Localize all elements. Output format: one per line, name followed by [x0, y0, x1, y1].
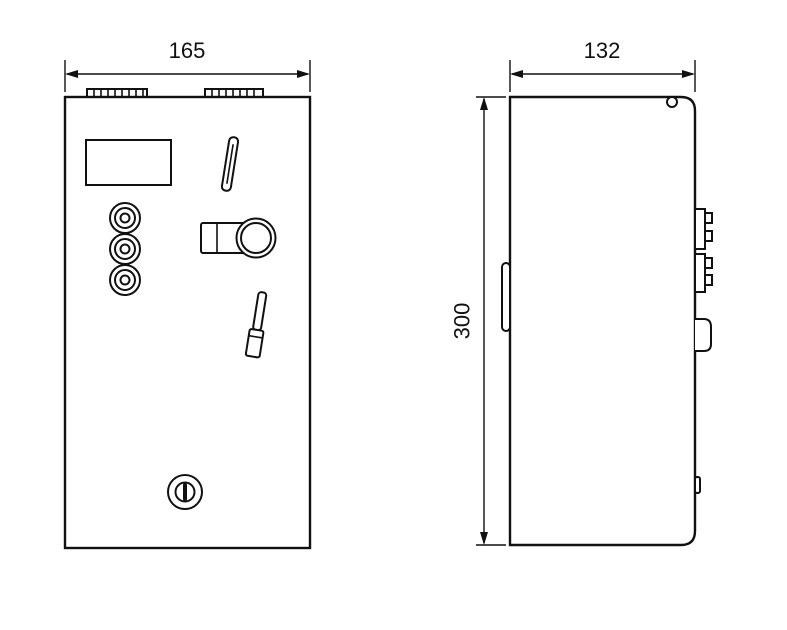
- hinge-strip: [501, 262, 511, 332]
- side-view: 132 300: [450, 38, 713, 547]
- arrow-left-icon: [510, 70, 523, 78]
- arrow-right-icon: [297, 70, 310, 78]
- terminal-block-upper: [694, 208, 713, 250]
- mounting-hook: [695, 318, 712, 352]
- front-width-dimension: 165: [64, 38, 311, 92]
- arrow-left-icon: [65, 70, 78, 78]
- coin-return-lever: [244, 291, 268, 359]
- control-buttons: [109, 202, 141, 296]
- edge-bump: [694, 476, 701, 494]
- tab-hatching: [93, 89, 144, 97]
- key-lock: [167, 474, 203, 510]
- coin-insert-slot: [220, 136, 240, 192]
- coin-mechanism: [200, 217, 277, 259]
- front-width-label: 165: [169, 38, 206, 63]
- tab-hatching: [211, 89, 255, 97]
- arrow-down-icon: [480, 532, 488, 545]
- control-button: [109, 264, 141, 296]
- side-height-label: 300: [450, 303, 475, 340]
- side-width-dimension: 132: [509, 38, 696, 92]
- display-window: [85, 139, 172, 186]
- front-view: 165: [63, 38, 312, 550]
- arrow-right-icon: [682, 70, 695, 78]
- side-width-label: 132: [584, 38, 621, 63]
- side-height-dimension: 300: [450, 96, 506, 546]
- screw-hole: [666, 96, 678, 108]
- control-button: [109, 202, 141, 234]
- terminal-block-lower: [694, 253, 713, 293]
- arrow-up-icon: [480, 97, 488, 110]
- side-enclosure-body: [508, 95, 697, 547]
- control-button: [109, 233, 141, 265]
